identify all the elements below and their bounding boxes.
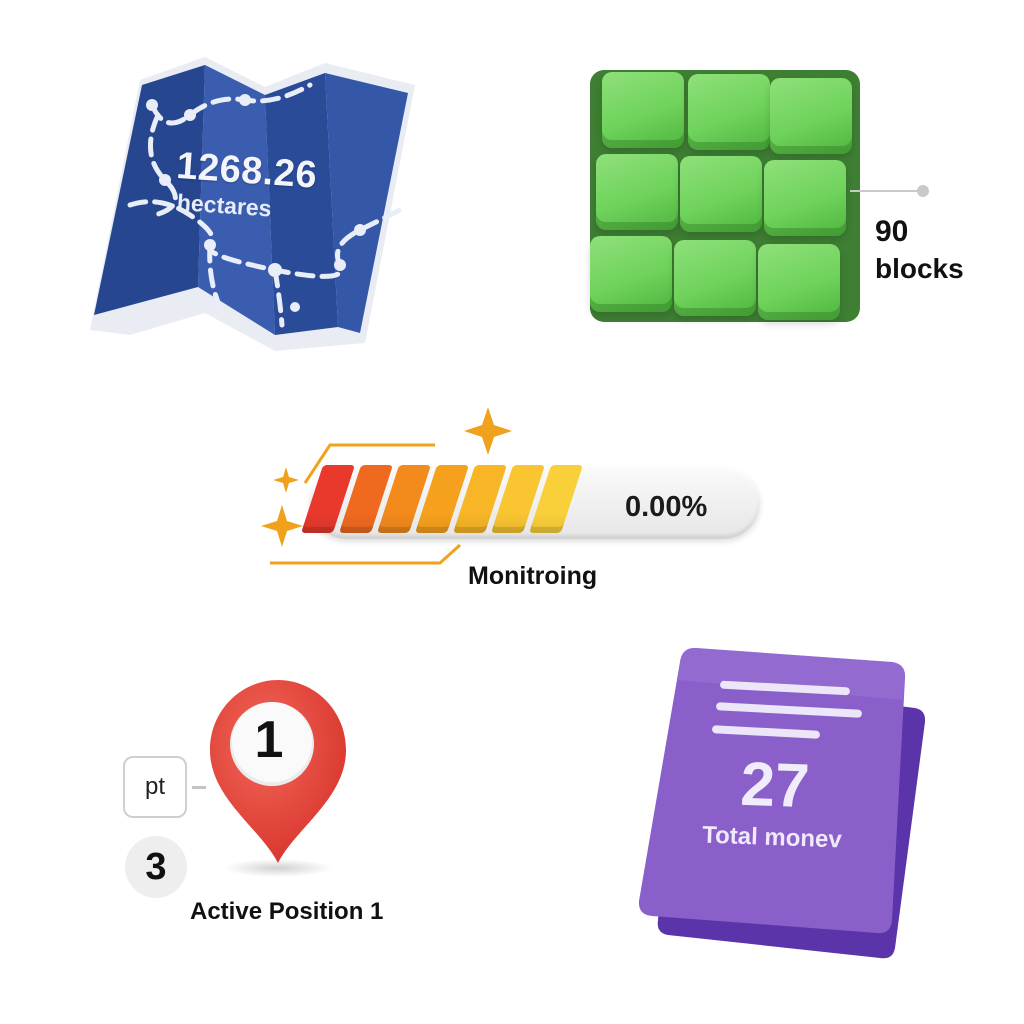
active-position-widget: 1 pt 3 Active Position 1 bbox=[115, 670, 435, 930]
progress-value: 0.00% bbox=[625, 491, 708, 523]
pin-number: 1 bbox=[254, 711, 284, 769]
position-count-badge: 3 bbox=[125, 836, 187, 898]
leader-dot bbox=[917, 185, 929, 197]
sparkle-decoration bbox=[261, 407, 512, 565]
block bbox=[602, 72, 684, 148]
map-pin-icon bbox=[210, 680, 346, 877]
active-position-label: Active Position 1 bbox=[190, 898, 384, 925]
sparkle-icon bbox=[273, 467, 299, 493]
sparkle-icon bbox=[464, 407, 512, 455]
block bbox=[680, 156, 762, 232]
sparkle-icon bbox=[261, 505, 303, 547]
total-money-widget: 27 Total monev bbox=[630, 640, 940, 970]
block bbox=[758, 244, 840, 320]
document-icon bbox=[638, 647, 926, 959]
map-area-widget: 1268.26 hectares bbox=[70, 45, 430, 365]
block bbox=[688, 74, 770, 150]
folded-map-icon bbox=[90, 57, 415, 351]
connector-dash bbox=[192, 786, 206, 789]
monitoring-progress-widget: 0.00% Monitroing bbox=[260, 405, 780, 605]
blocks-widget: 90 blocks bbox=[580, 60, 1000, 340]
progress-label: Monitroing bbox=[468, 562, 598, 590]
block bbox=[674, 240, 756, 316]
block bbox=[590, 236, 672, 312]
block bbox=[596, 154, 678, 230]
block bbox=[770, 78, 852, 154]
leader-line bbox=[850, 190, 922, 192]
total-money-value: 27 bbox=[739, 749, 811, 822]
block bbox=[764, 160, 846, 236]
blocks-count: 90 bbox=[875, 215, 909, 248]
blocks-unit: blocks bbox=[875, 253, 964, 284]
pt-tag: pt bbox=[123, 756, 187, 818]
